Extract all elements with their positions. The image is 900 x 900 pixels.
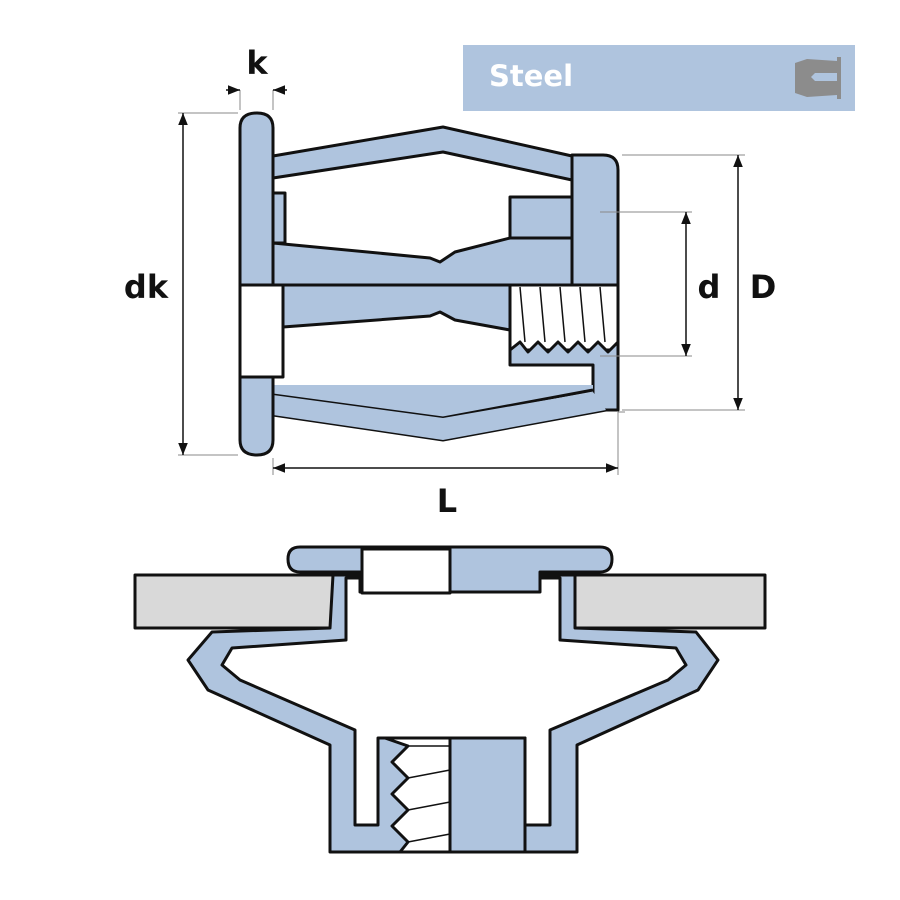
side-section-view — [238, 111, 620, 457]
plate-right — [573, 573, 767, 630]
material-label: Steel — [489, 59, 574, 93]
dim-d-label: d — [698, 268, 721, 306]
plate-left — [133, 573, 335, 630]
dim-D-label: D — [750, 268, 777, 306]
dim-k-label: k — [246, 44, 268, 82]
installed-section-view — [133, 545, 767, 854]
material-banner: Steel — [463, 45, 855, 111]
rivet-nut-icon — [795, 57, 841, 99]
dimension-lines — [178, 85, 743, 473]
dim-L-label: L — [437, 482, 457, 520]
dim-dk-label: dk — [124, 268, 169, 306]
